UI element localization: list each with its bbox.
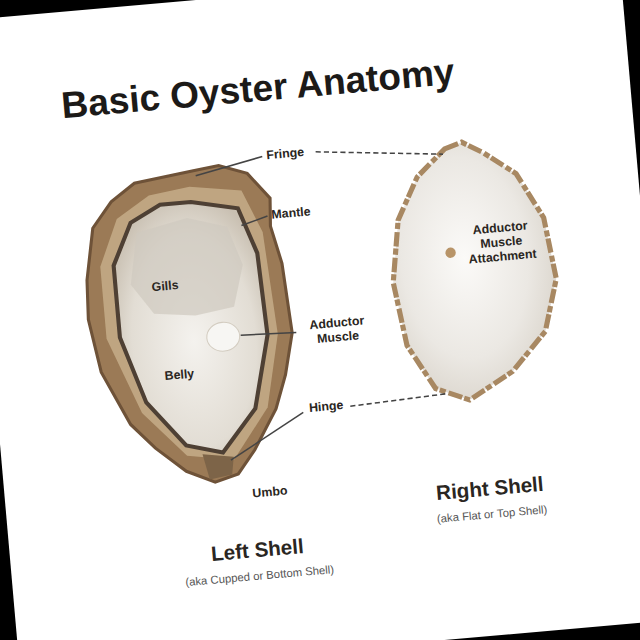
part-label: Right Shell <box>396 469 583 509</box>
left-shell-outer <box>76 160 305 492</box>
part-label: Adductor Muscle <box>299 313 375 348</box>
part-label-holder: Umbo <box>252 482 315 502</box>
left-shell-rim <box>94 180 288 470</box>
part-label-holder: Mantle <box>271 202 344 222</box>
part-label-holder: Adductor Muscle Attachment <box>459 218 545 268</box>
leader-line <box>241 330 297 337</box>
part-label-holder: Adductor Muscle <box>299 313 375 348</box>
part-label: Umbo <box>252 482 315 502</box>
adductor-scar <box>445 247 456 258</box>
right-shell <box>382 135 567 406</box>
part-label: Fringe <box>266 143 339 163</box>
title: Basic Oyster Anatomy <box>60 45 515 127</box>
part-label-holder: Right Shell <box>396 469 583 509</box>
part-label: Adductor Muscle Attachment <box>459 218 545 268</box>
title-holder: Basic Oyster Anatomy <box>60 45 515 127</box>
gills <box>125 213 246 320</box>
part-label-holder: Fringe <box>266 143 339 163</box>
leader-line <box>241 216 268 226</box>
leader-line <box>350 394 447 407</box>
part-label: Hinge <box>309 396 372 416</box>
leader-line <box>195 157 264 176</box>
part-label: (aka Flat or Top Shell) <box>379 498 606 531</box>
part-label-holder: (aka Cupped or Bottom Shell) <box>126 558 394 594</box>
part-label: Mantle <box>271 202 344 222</box>
leader-line <box>316 141 443 165</box>
umbo <box>203 452 236 480</box>
part-label-holder: Hinge <box>309 396 372 416</box>
adductor-muscle <box>206 321 241 353</box>
part-label-holder: (aka Flat or Top Shell) <box>379 498 606 531</box>
left-shell-cup <box>109 196 278 460</box>
leader-line <box>227 412 307 460</box>
part-label: (aka Cupped or Bottom Shell) <box>126 558 394 594</box>
